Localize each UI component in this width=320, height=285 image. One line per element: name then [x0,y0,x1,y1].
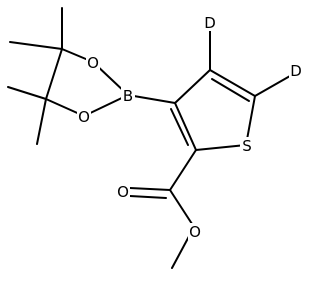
atom-deuterium-5: D [290,62,302,80]
thiophene-ring [170,27,291,151]
atom-oxygen-carbonyl: O [117,183,129,201]
bond-carbonyl-o-double-a [129,187,171,191]
bond-c4-c5-double [211,78,250,102]
bond-c4-c5 [209,69,256,97]
atom-oxygen-ester: O [189,223,201,241]
atom-deuterium-4: D [204,14,216,32]
bond-carbonyl-o-ester [169,189,195,228]
bond-methyl-2a [7,86,47,100]
bond-o-lower-b [83,94,129,117]
bond-methyl-1b [9,41,63,50]
bond-methyl-2b [36,98,47,145]
atom-boron: B [123,87,133,105]
bond-c2-carbonyl [169,149,197,191]
bond-c5-s [245,95,256,146]
bond-c2-c3-double [170,108,189,146]
bond-s-c2 [195,144,247,151]
bond-c3-c4 [174,69,211,104]
atom-labels: O O B D D S O O [77,14,303,241]
atom-sulfur: S [242,137,252,155]
bond-carbonyl-o-double-b [129,195,167,199]
ester-group [129,149,197,269]
bond-c1-c2 [45,48,63,100]
bond-c5-d [254,75,291,97]
atom-oxygen-upper: O [87,54,99,72]
structure-drawing: O O B D D S O O [7,7,303,269]
bond-c2-c3 [174,102,197,151]
atom-oxygen-lower: O [78,108,90,126]
bond-b-c3 [127,94,176,104]
molecule-svg: O O B D D S O O [7,7,303,269]
pinacol-ring [7,7,129,145]
